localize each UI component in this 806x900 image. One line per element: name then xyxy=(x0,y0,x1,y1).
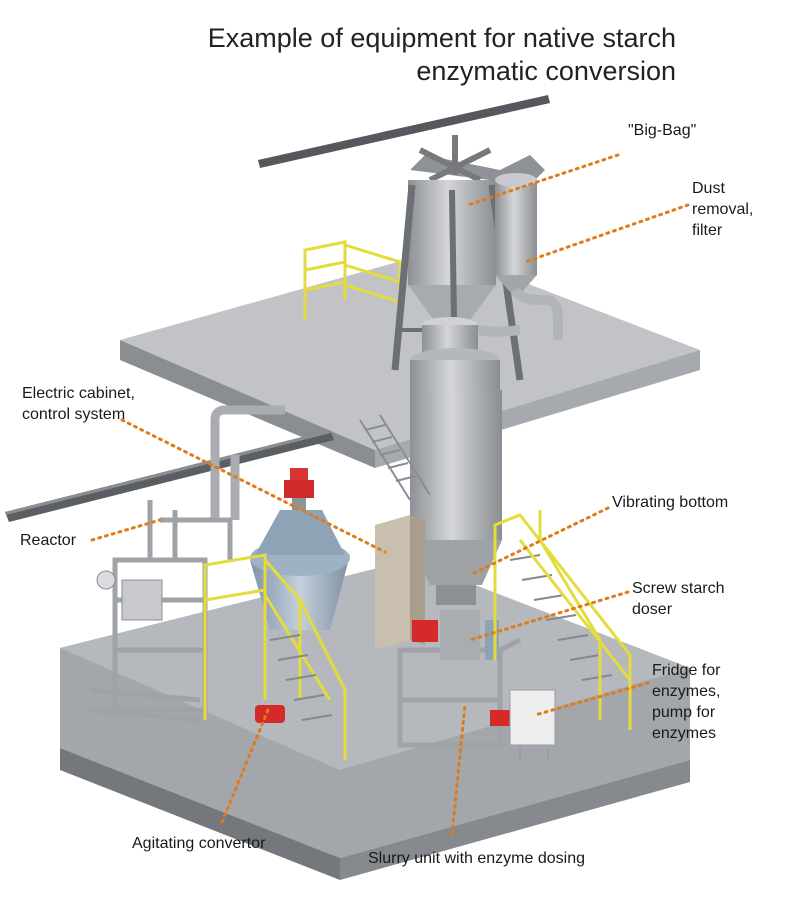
silo xyxy=(410,390,502,605)
label-reactor: Reactor xyxy=(20,532,77,549)
label-fridge-line-3: pump for xyxy=(652,704,716,721)
main-pipe xyxy=(5,430,334,522)
leader-fridge xyxy=(533,681,650,717)
big-bag-unit xyxy=(391,135,563,390)
label-vibrating-bottom: Vibrating bottom xyxy=(612,494,729,511)
label-big-bag: "Big-Bag" xyxy=(628,122,697,139)
base-platform xyxy=(60,560,690,880)
label-fridge-line-4: enzymes xyxy=(652,725,717,742)
fridge xyxy=(509,689,556,760)
leader-big-bag xyxy=(466,153,620,207)
convertor-pump xyxy=(255,705,285,723)
leader-agitating xyxy=(220,708,270,824)
label-cabinet-line-2: control system xyxy=(22,406,126,423)
reactor-panel xyxy=(96,570,163,621)
right-railing xyxy=(493,510,632,730)
label-agitating-convertor: Agitating convertor xyxy=(132,835,266,852)
label-cabinet-line-1: Electric cabinet, xyxy=(22,385,135,402)
vertical-pipes xyxy=(210,405,285,520)
diagram-title: Example of equipment for native starch e… xyxy=(208,22,676,88)
leader-reactor xyxy=(90,518,162,542)
label-electric-cabinet: Electric cabinet, control system xyxy=(22,383,135,425)
label-dust-line-1: Dust xyxy=(692,180,725,197)
lower-left-railing xyxy=(203,553,347,760)
leader-dust-filter xyxy=(523,203,690,264)
label-fridge-line-1: Fridge for xyxy=(652,662,721,679)
label-screw-line-1: Screw starch xyxy=(632,580,725,597)
leader-cabinet xyxy=(120,418,387,554)
label-screw-doser: Screw starch doser xyxy=(632,578,724,620)
label-screw-line-2: doser xyxy=(632,601,673,618)
leader-vibrating xyxy=(468,506,610,577)
label-fridge: Fridge for enzymes, pump for enzymes xyxy=(652,660,720,744)
label-dust-line-3: filter xyxy=(692,222,723,239)
label-fridge-line-2: enzymes, xyxy=(652,683,721,700)
lower-left-stair xyxy=(269,634,333,721)
title-line-1: Example of equipment for native starch xyxy=(207,23,676,53)
right-stair xyxy=(509,554,613,681)
electric-cabinet xyxy=(375,515,425,650)
label-slurry-unit: Slurry unit with enzyme dosing xyxy=(368,850,585,867)
slurry-components xyxy=(412,610,510,726)
label-dust-removal: Dust removal, filter xyxy=(692,178,753,241)
leader-screw xyxy=(468,590,630,642)
overhead-rail xyxy=(258,95,550,168)
leader-slurry xyxy=(450,703,467,837)
title-line-2: enzymatic conversion xyxy=(416,56,676,86)
label-dust-line-2: removal, xyxy=(692,201,754,218)
upper-stair xyxy=(359,414,431,501)
